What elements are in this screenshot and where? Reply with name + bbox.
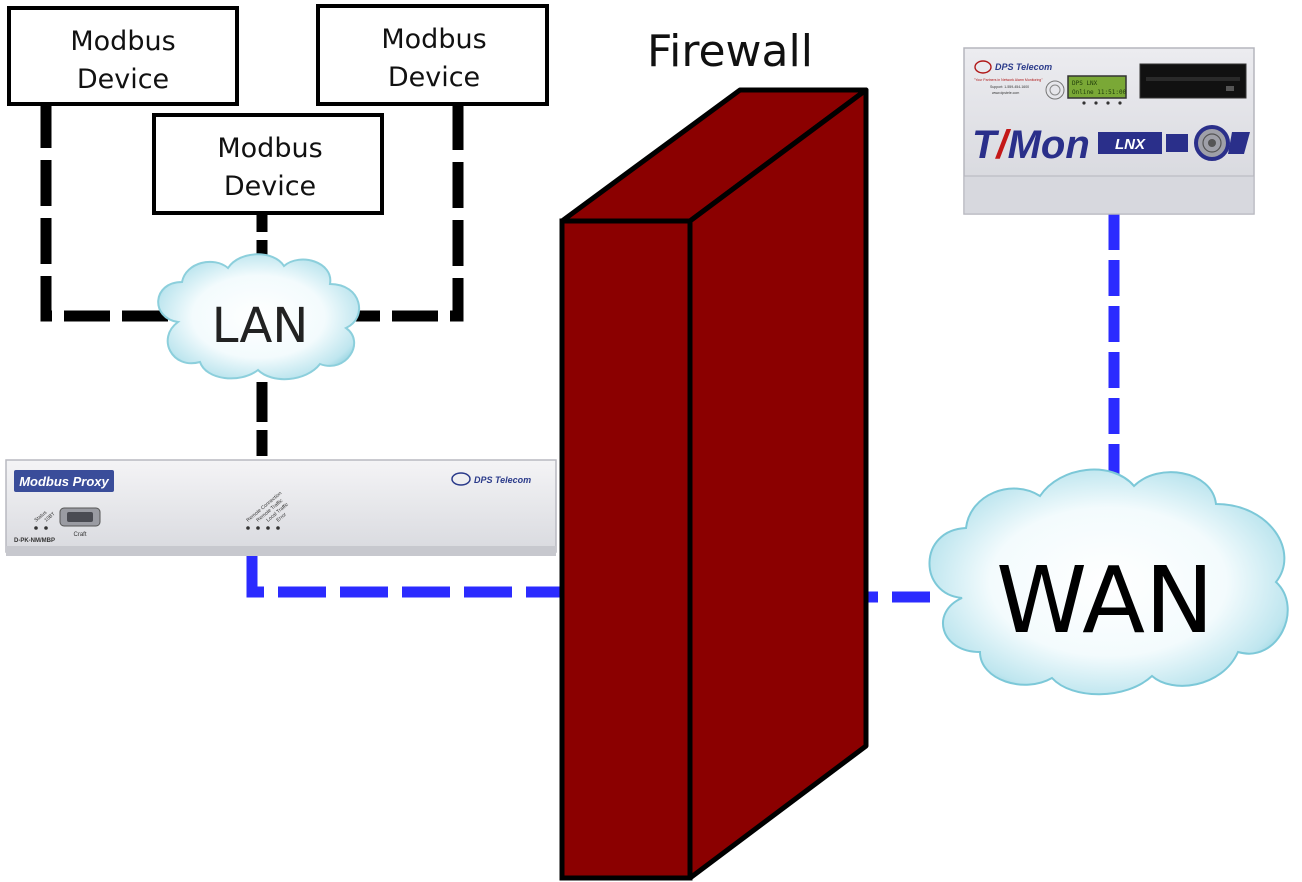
timon-tagline: "Your Partners in Network Alarm Monitori…	[974, 78, 1043, 82]
timon-brand-slash: /	[994, 123, 1011, 167]
lan-cloud[interactable]: LAN	[157, 253, 361, 381]
modbus-device-1-line2: Device	[77, 64, 169, 95]
fan-icon	[1194, 125, 1230, 161]
proxy-brand: Modbus Proxy	[19, 474, 109, 489]
modbus-device-3-line2: Device	[388, 62, 480, 93]
modbus-proxy-device[interactable]: Modbus Proxy DPS Telecom Craft D-PK-NM/M…	[5, 459, 557, 556]
lnx-badge	[1098, 132, 1162, 154]
lan-label: LAN	[212, 298, 309, 354]
timon-lcd-line1: DPS LNX	[1072, 80, 1098, 87]
firewall-side	[687, 87, 869, 881]
modbus-device-2-line1: Modbus	[217, 133, 322, 164]
wan-cloud[interactable]: WAN	[928, 468, 1289, 696]
firewall-label: Firewall	[647, 26, 813, 77]
timon-support: Support: 1-559-454-1600	[990, 85, 1029, 89]
timon-vendor: DPS Telecom	[995, 62, 1052, 72]
firewall[interactable]: Firewall	[559, 26, 869, 881]
lan-cloud-shape	[157, 253, 361, 381]
modbus-device-2[interactable]: Modbus Device	[152, 113, 384, 215]
wan-cloud-shape	[928, 468, 1289, 696]
proxy-brand-plate	[14, 470, 114, 492]
modbus-device-1-line1: Modbus	[70, 26, 175, 57]
dps-logo-icon	[974, 60, 992, 74]
wan-label: WAN	[996, 547, 1214, 654]
badge-block	[1166, 134, 1188, 152]
modbus-device-2-line2: Device	[224, 171, 316, 202]
timon-brand: T/Mon	[972, 123, 1090, 167]
link-device3-lan	[352, 104, 464, 322]
proxy-model: D-PK-NM/MBP	[14, 538, 55, 544]
proxy-vendor: DPS Telecom	[474, 475, 531, 485]
timon-lnx-device[interactable]: DPS Telecom "Your Partners in Network Al…	[963, 47, 1255, 215]
link-device1-lan	[40, 102, 168, 322]
modbus-device-3[interactable]: Modbus Device	[316, 4, 549, 106]
badge-tail	[1228, 132, 1250, 154]
dps-logo-icon	[451, 472, 471, 486]
timon-lcd	[1067, 75, 1127, 99]
modbus-device-3-line1: Modbus	[381, 24, 486, 55]
firewall-front	[559, 218, 693, 881]
timon-lcd-line2: Online 11:51:00	[1072, 89, 1127, 96]
speaker-grille-icon	[1045, 80, 1065, 100]
timon-brand-mon: Mon	[1008, 123, 1090, 167]
modbus-device-1[interactable]: Modbus Device	[7, 6, 239, 106]
led-error-label: Error	[275, 512, 288, 524]
lcd-buttons	[1082, 101, 1122, 105]
timon-brand-lnx: LNX	[1115, 136, 1146, 153]
timon-website: www.dpstele.com	[992, 91, 1019, 95]
link-proxy-firewall	[246, 556, 562, 598]
lan-links	[40, 102, 464, 456]
timon-brand-t: T	[972, 123, 1000, 167]
proxy-craft-label: Craft	[73, 532, 86, 538]
eject-button-icon	[1226, 86, 1234, 91]
